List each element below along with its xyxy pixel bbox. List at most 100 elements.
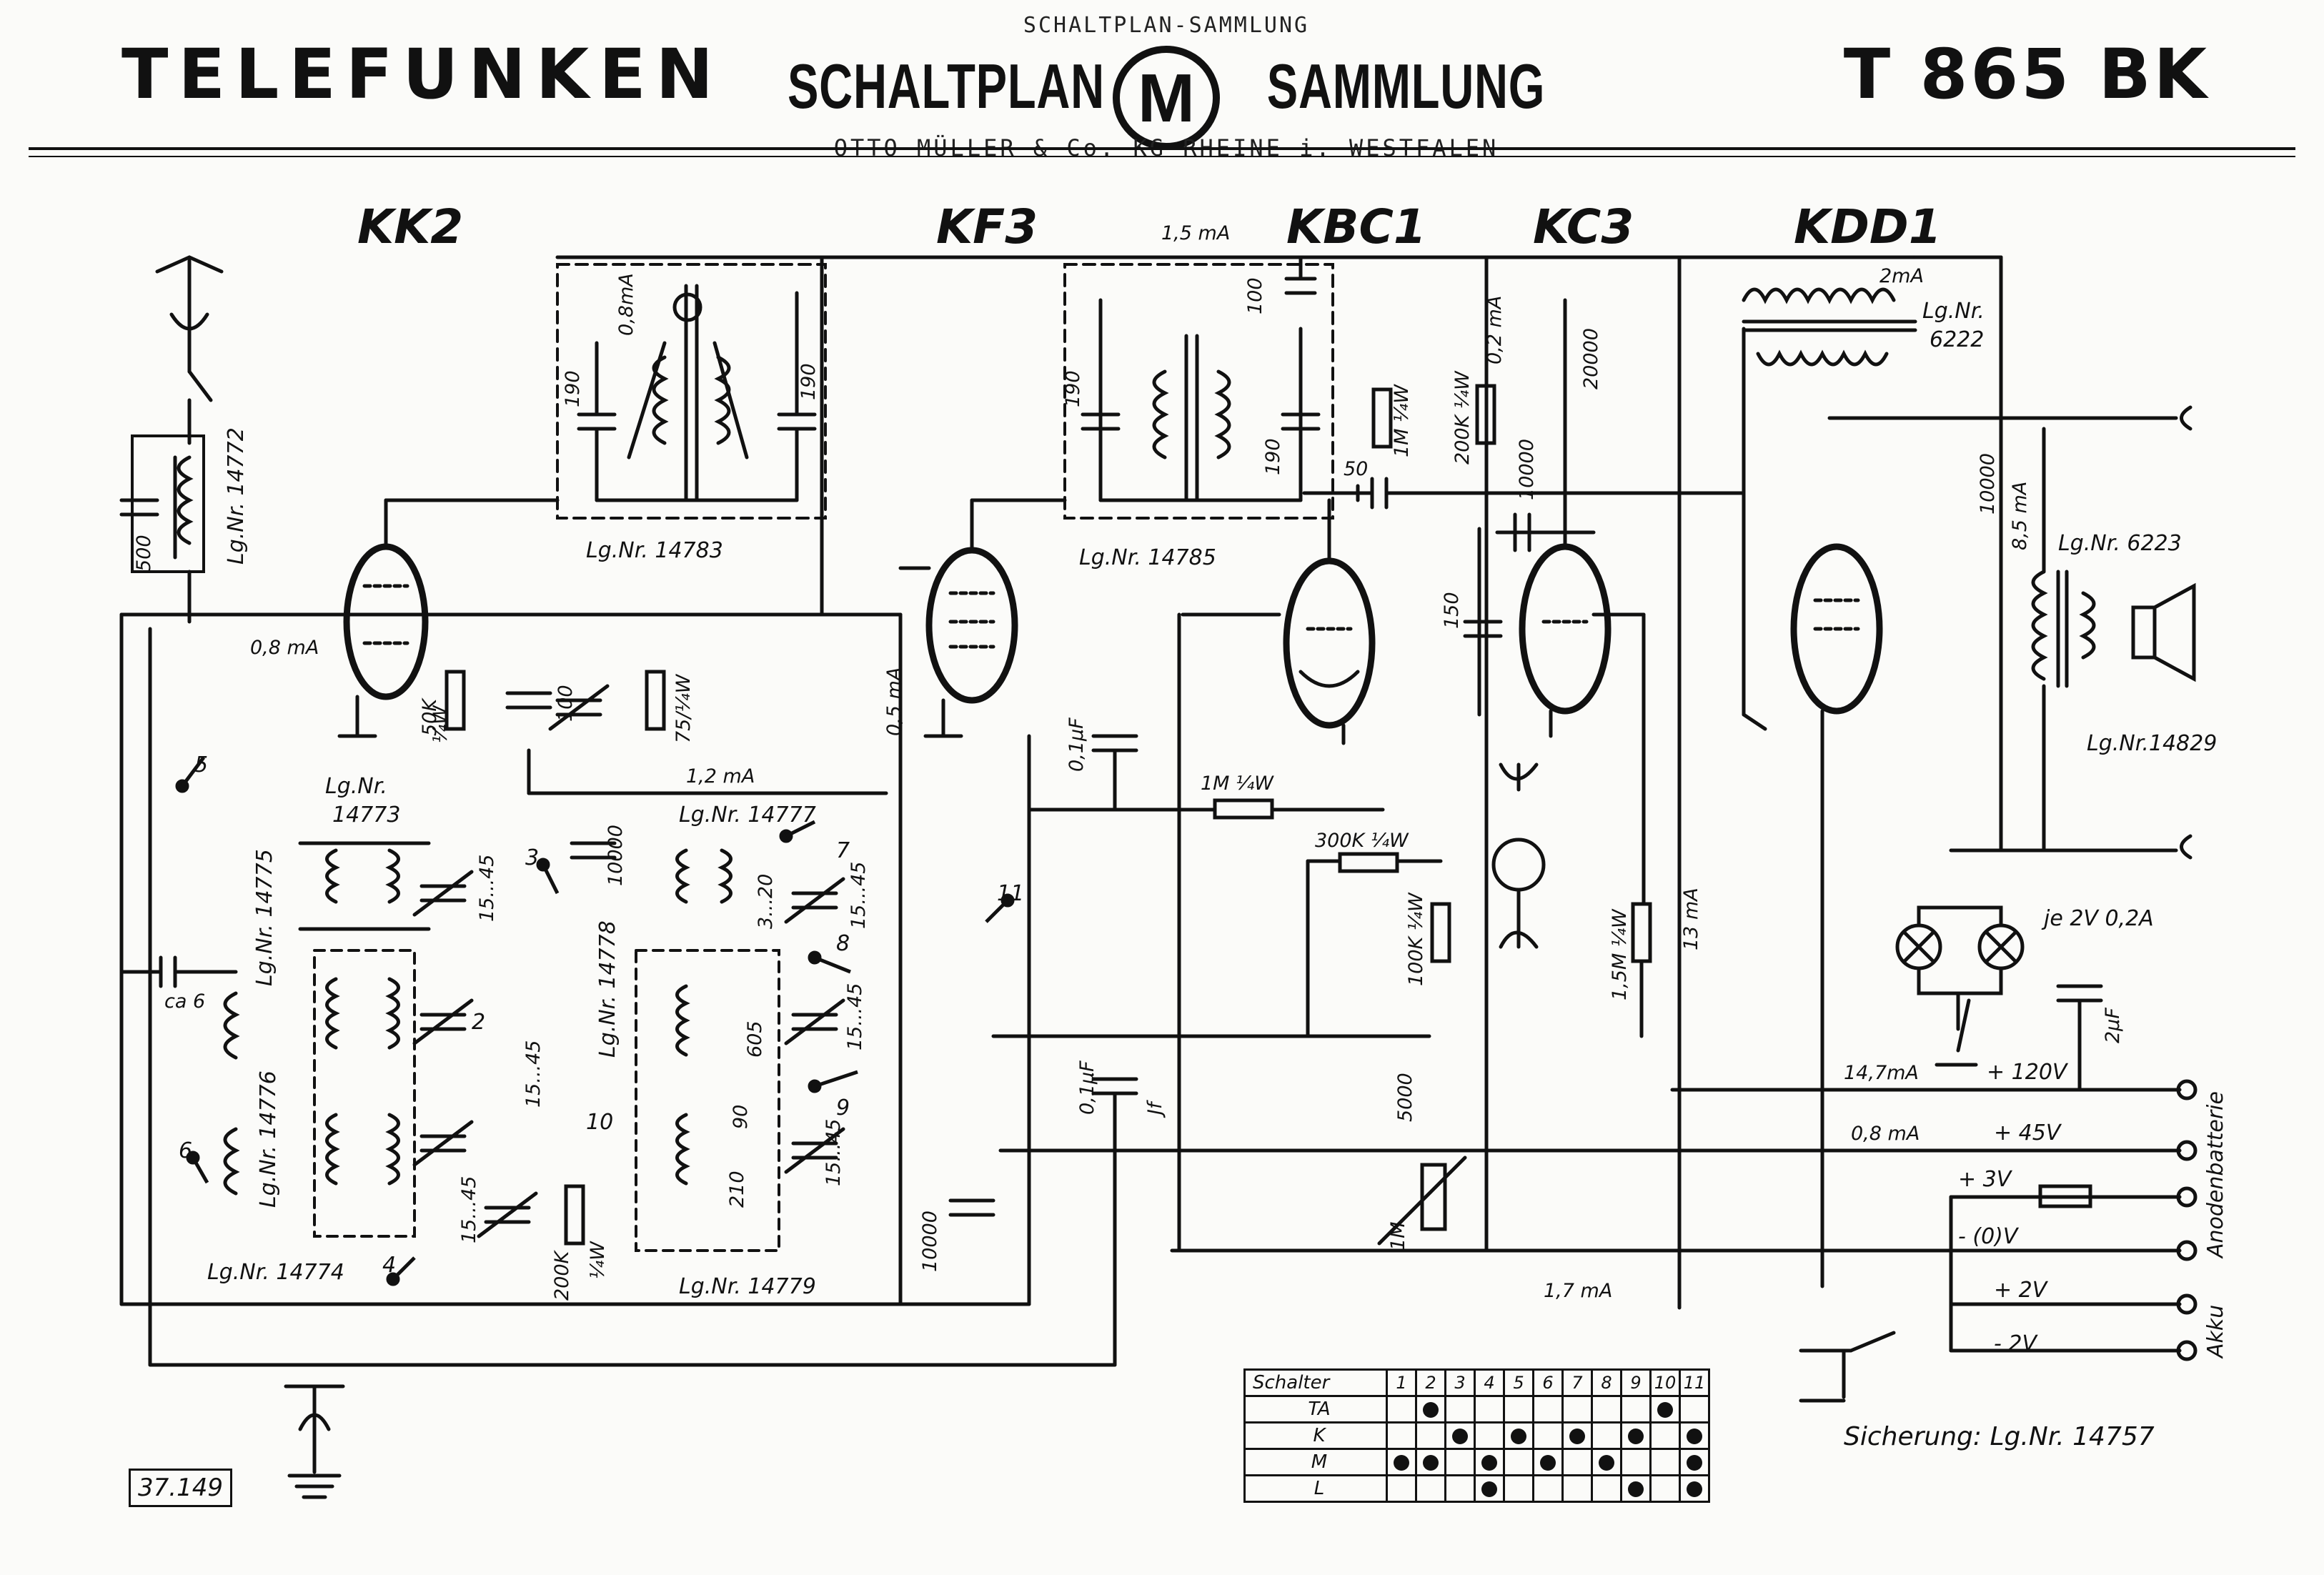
- switch-cell: [1649, 1395, 1681, 1424]
- switch-table-row: M: [1243, 1448, 1710, 1476]
- switch-cell: [1503, 1395, 1534, 1424]
- svg-text:210: 210: [726, 1171, 748, 1208]
- switch-closed-dot: [1657, 1402, 1673, 1418]
- switch-cell: [1620, 1395, 1652, 1424]
- svg-text:0,1µF: 0,1µF: [1066, 717, 1088, 772]
- part-14773-b: 14773: [332, 803, 400, 828]
- if-transformer-14783: [556, 263, 827, 520]
- svg-text:¼W: ¼W: [587, 1241, 609, 1279]
- part-14779: Lg.Nr. 14779: [679, 1274, 816, 1299]
- tube-kk2: [343, 543, 429, 700]
- output-jack-icon: [2180, 834, 2193, 860]
- svg-text:M: M: [1138, 60, 1195, 136]
- svg-text:8: 8: [836, 931, 850, 956]
- switch-cell: [1444, 1448, 1476, 1476]
- switch-cell: [1415, 1395, 1446, 1424]
- svg-text:300K ¼W: 300K ¼W: [1315, 830, 1409, 852]
- part-6223: Lg.Nr. 6223: [2058, 531, 2182, 556]
- svg-text:3: 3: [525, 845, 539, 870]
- switch-cell: [1649, 1448, 1681, 1476]
- switch-cell: [1415, 1474, 1446, 1503]
- switch-closed-dot: [1628, 1429, 1644, 1444]
- part-14785: Lg.Nr. 14785: [1079, 545, 1216, 570]
- switch-cell: [1503, 1448, 1534, 1476]
- anode-battery-label: Anodenbatterie: [2203, 1091, 2228, 1259]
- svg-text:200K ¼W: 200K ¼W: [1451, 370, 1474, 464]
- switch-closed-dot: [1540, 1455, 1556, 1471]
- part-6222-a: Lg.Nr.: [1922, 299, 1985, 324]
- switch-cell: [1561, 1421, 1593, 1450]
- stamp-left-word: SCHALTPLAN: [788, 51, 1105, 121]
- svg-text:5000: 5000: [1394, 1073, 1416, 1122]
- svg-text:190: 190: [1262, 438, 1284, 475]
- switch-closed-dot: [1481, 1481, 1497, 1497]
- switch-cell: [1591, 1421, 1622, 1450]
- switch-cell: [1591, 1395, 1622, 1424]
- switch-cell: [1532, 1395, 1564, 1424]
- switch-closed-dot: [1423, 1455, 1439, 1471]
- header-rule-thin: [29, 156, 2295, 157]
- svg-text:190: 190: [562, 370, 584, 407]
- switch-closed-dot: [1687, 1455, 1702, 1471]
- svg-text:150: 150: [1441, 592, 1463, 629]
- switch-closed-dot: [1687, 1481, 1702, 1497]
- switch-cell: [1649, 1421, 1681, 1450]
- switch-cell: [1561, 1474, 1593, 1503]
- svg-text:50: 50: [1344, 458, 1368, 480]
- part-14778: Lg.Nr. 14778: [595, 920, 620, 1058]
- switch-closed-dot: [1452, 1429, 1468, 1444]
- part-6222-b: 6222: [1930, 327, 1984, 352]
- switch-cell: [1620, 1421, 1652, 1450]
- svg-text:190: 190: [798, 363, 820, 400]
- publisher-logo-icon: M: [1113, 46, 1220, 150]
- svg-text:10: 10: [586, 1110, 613, 1135]
- switch-closed-dot: [1511, 1429, 1526, 1444]
- switch-cell: [1561, 1395, 1593, 1424]
- svg-text:11: 11: [997, 881, 1024, 906]
- switch-cell: [1503, 1421, 1534, 1450]
- svg-text:+ 120V: + 120V: [1987, 1060, 2069, 1085]
- switch-cell: [1386, 1448, 1417, 1476]
- svg-text:1M ¼W: 1M ¼W: [1201, 772, 1274, 795]
- svg-text:100: 100: [555, 685, 577, 722]
- svg-text:10000: 10000: [919, 1211, 941, 1272]
- switch-row-label: M: [1243, 1448, 1388, 1476]
- switch-cell: [1444, 1395, 1476, 1424]
- part-14774: Lg.Nr. 14774: [207, 1260, 344, 1285]
- svg-text:1,7 mA: 1,7 mA: [1544, 1280, 1612, 1302]
- switch-table-row: K: [1243, 1421, 1710, 1450]
- svg-text:15...45: 15...45: [476, 855, 498, 922]
- svg-text:200K: 200K: [551, 1249, 573, 1301]
- part-14775: Lg.Nr. 14775: [252, 849, 277, 986]
- svg-text:0,5 mA: 0,5 mA: [883, 667, 905, 736]
- svg-text:15...45: 15...45: [458, 1176, 480, 1243]
- switch-row-label: TA: [1243, 1395, 1388, 1424]
- svg-text:2µF: 2µF: [2102, 1008, 2124, 1043]
- svg-text:4: 4: [382, 1253, 396, 1278]
- tube-label-kk2: KK2: [357, 199, 463, 254]
- svg-text:9: 9: [836, 1095, 850, 1121]
- switch-cell: [1386, 1421, 1417, 1450]
- accumulator-label: Akku: [2203, 1305, 2228, 1359]
- switch-closed-dot: [1423, 1402, 1439, 1418]
- stamp-top-text: SCHALTPLAN-SAMMLUNG: [1023, 13, 1310, 38]
- svg-text:15...45: 15...45: [848, 862, 870, 929]
- switch-cell: [1649, 1474, 1681, 1503]
- antenna-coil-box: [131, 434, 205, 573]
- switch-closed-dot: [1481, 1455, 1497, 1471]
- svg-text:75/¼W: 75/¼W: [672, 673, 695, 743]
- svg-text:3...20: 3...20: [755, 874, 777, 929]
- switch-cell: [1532, 1421, 1564, 1450]
- switch-closed-dot: [1628, 1481, 1644, 1497]
- svg-text:90: 90: [730, 1105, 752, 1129]
- svg-text:605: 605: [744, 1020, 766, 1058]
- part-14777: Lg.Nr. 14777: [679, 803, 816, 828]
- switch-cell: [1444, 1474, 1476, 1503]
- tube-kf3: [925, 547, 1018, 704]
- tube-kc3: [1519, 543, 1612, 715]
- svg-text:- (0)V: - (0)V: [1958, 1224, 2020, 1249]
- switch-cell: [1503, 1474, 1534, 1503]
- lamp-rating: je 2V 0,2A: [2041, 906, 2154, 931]
